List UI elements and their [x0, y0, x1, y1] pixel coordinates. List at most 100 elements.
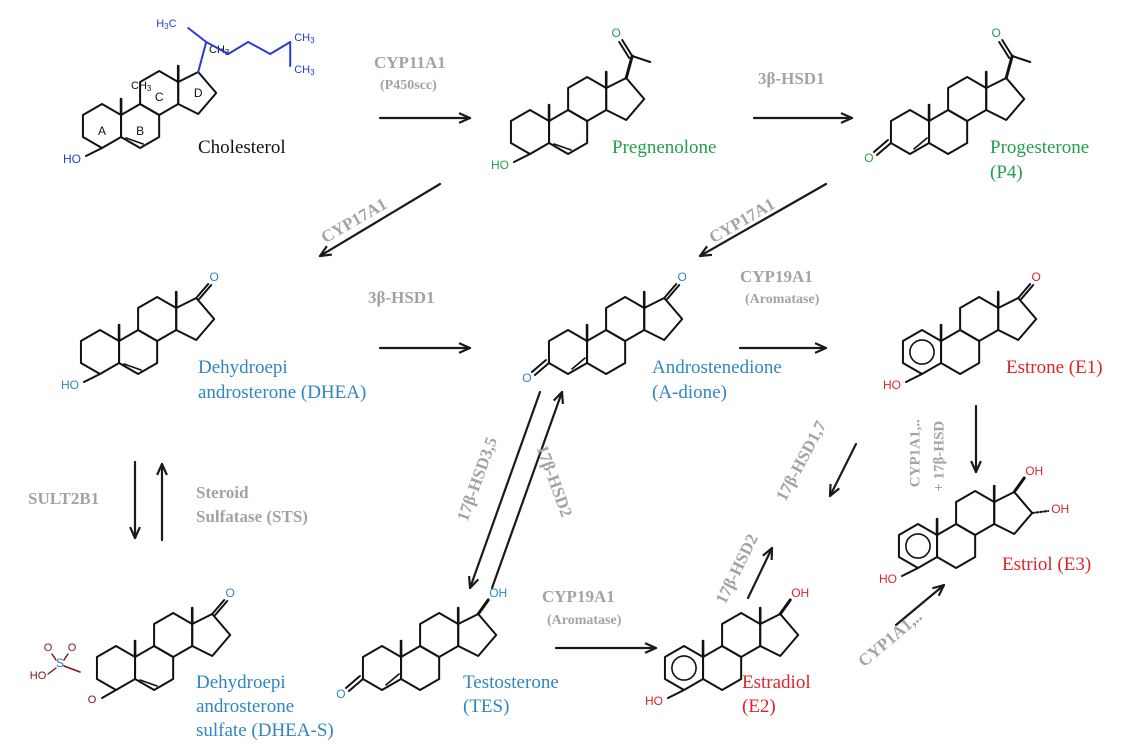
ring-label-c: C — [155, 90, 164, 104]
dhea-label-1: Dehydroepi — [198, 357, 288, 378]
aromatic-ring — [671, 655, 697, 681]
estrone-structure: HO O — [883, 270, 1041, 392]
arrow-shaft — [894, 583, 946, 627]
arrow-shaft — [698, 182, 828, 258]
sulfate-oxygen: O — [88, 694, 97, 706]
ring-c — [137, 296, 178, 342]
double-bond — [385, 673, 400, 686]
sulfate-bond — [63, 653, 69, 661]
ring-c — [955, 490, 996, 536]
sulfate-oxygen: O — [44, 642, 53, 654]
sulfate-bond — [63, 665, 81, 673]
hydroxyl-atom: HO — [879, 572, 897, 586]
methyl-subscript: 3 — [310, 68, 315, 77]
cholesterol-label: Cholesterol — [198, 137, 286, 158]
aromatase-top-label: (Aromatase) — [745, 292, 820, 307]
sulfate-bond — [101, 689, 117, 699]
ring-c — [419, 612, 460, 658]
sts-label-1: Steroid — [196, 483, 249, 502]
carbonyl — [344, 675, 361, 689]
arrow-17b-hsd17 — [828, 442, 858, 498]
carbonyl — [347, 678, 364, 692]
carbonyl — [872, 139, 889, 153]
side-chain-bond — [205, 41, 230, 55]
testosterone-structure: OOH — [336, 586, 507, 701]
carbonyl — [214, 600, 229, 616]
cholesterol-structure: HO — [63, 64, 218, 166]
pregnenolone-structure: HOO — [491, 26, 652, 172]
carbonyl — [663, 283, 678, 299]
3b-hsd1-mid-label: 3β-HSD1 — [368, 288, 435, 307]
carbonyl — [1001, 39, 1014, 57]
double-bond — [913, 137, 928, 150]
hydroxyl-bond — [83, 373, 101, 383]
hydroxyl-atom: OH — [791, 586, 809, 600]
ring-d — [993, 491, 1034, 535]
androstenedione-structure: OO — [522, 270, 687, 385]
cyp1a1-17hsd-label-2: + 17β-HSD — [931, 420, 948, 492]
carbonyl — [195, 283, 210, 299]
carbonyl — [198, 284, 213, 300]
methyl-label: H3C — [156, 18, 176, 31]
methyl-label-c: C — [169, 18, 177, 30]
arrow-shaft — [746, 546, 774, 600]
cyp19a1-top-label: CYP19A1 — [740, 267, 813, 286]
oxygen-atom: O — [1032, 270, 1041, 284]
arrow-head — [467, 575, 480, 590]
methyl-bond — [1011, 55, 1032, 63]
hydroxyl-atom: HO — [645, 694, 663, 708]
estradiol-structure: HO OH — [645, 586, 809, 708]
sulfate-bond — [47, 667, 57, 675]
carbonyl — [618, 41, 631, 59]
hydroxyl-atom: HO — [883, 378, 901, 392]
dhea-s-label-2: androsterone — [196, 696, 295, 717]
arrow-head — [840, 112, 854, 124]
ring-a — [95, 645, 137, 691]
cyp11a1-label: CYP11A1 — [374, 53, 446, 72]
oxygen-atom: O — [522, 371, 531, 385]
progesterone-label-1: Progesterone — [990, 137, 1090, 158]
side-chain-bond — [247, 41, 272, 55]
ring-a — [897, 523, 939, 569]
arrow-head — [156, 462, 168, 476]
oxygen-atom: O — [226, 586, 235, 600]
arrow-shaft — [318, 182, 442, 258]
carbonyl — [530, 359, 547, 373]
ring-c — [605, 296, 646, 342]
ring-d — [605, 77, 646, 121]
carbonyl — [875, 142, 892, 156]
methyl-label: CH3 — [131, 80, 152, 93]
carbonyl — [1020, 284, 1035, 300]
arrow-cyp11a1 — [378, 112, 472, 124]
hydroxyl-bond — [1012, 476, 1026, 494]
hydroxyl-atom: HO — [63, 152, 81, 166]
arrow-17b-hsd2-right — [746, 546, 774, 600]
p450scc-label: (P450scc) — [380, 78, 437, 93]
methyl-label: CH3 — [294, 32, 315, 45]
methyl-subscript: 3 — [147, 84, 152, 93]
double-bond — [125, 137, 144, 145]
double-bond — [553, 143, 572, 151]
pregnenolone-label: Pregnenolone — [612, 137, 717, 158]
ring-d — [643, 297, 684, 341]
cyp1a1-17hsd-label-1: CYP1A1,.. — [907, 419, 924, 488]
double-bond — [571, 357, 586, 370]
arrow-head — [644, 642, 658, 654]
ring-d — [191, 613, 232, 657]
double-bond — [123, 363, 142, 371]
aromatase-bottom-label: (Aromatase) — [547, 613, 622, 628]
acetyl-bond — [1004, 54, 1014, 80]
arrow-head — [698, 245, 713, 258]
ring-a — [663, 645, 705, 691]
arrow-head — [970, 460, 982, 474]
carbonyl — [1017, 283, 1032, 299]
hydroxyl-atom: OH — [1025, 464, 1043, 478]
oxygen-atom: O — [612, 26, 621, 40]
ring-d — [997, 297, 1038, 341]
carbonyl — [666, 284, 681, 300]
dhea-structure: HOO — [61, 270, 219, 392]
dhea-s-structure: O — [95, 586, 235, 691]
